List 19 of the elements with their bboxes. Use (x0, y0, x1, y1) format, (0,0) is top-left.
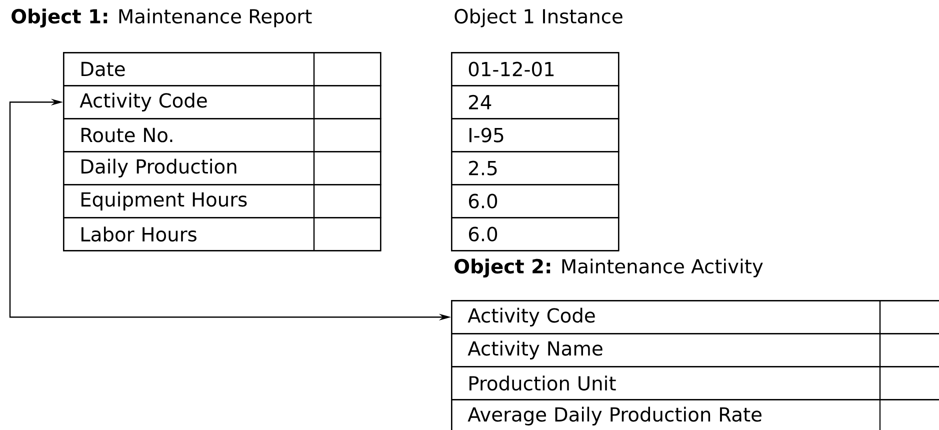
table-row: Labor Hours (63, 217, 382, 252)
node-label: Object 2: Maintenance Activity (454, 258, 763, 278)
table-row: 6.0 (451, 217, 620, 252)
table-row: Date (63, 52, 382, 86)
table-row: Activity Code (63, 85, 382, 120)
table-row: 24 (451, 85, 620, 120)
table-row: 2.5 (451, 151, 620, 186)
node-label: Object 1: Maintenance Report (12, 8, 312, 28)
table-row: 6.0 (451, 184, 620, 218)
node-label: Object 1 Instance (454, 8, 622, 28)
table-row: Activity Name (451, 333, 939, 368)
table-row: I-95 (451, 118, 620, 152)
table-row: Average Daily Production Rate (451, 399, 939, 430)
table-row: Activity Code (451, 300, 939, 334)
table-row: Daily Production (63, 151, 382, 186)
table-row: Equipment Hours (63, 184, 382, 218)
table-row: Production Unit (451, 366, 939, 400)
table-row: Route No. (63, 118, 382, 152)
table-row: 01-12-01 (451, 52, 620, 86)
